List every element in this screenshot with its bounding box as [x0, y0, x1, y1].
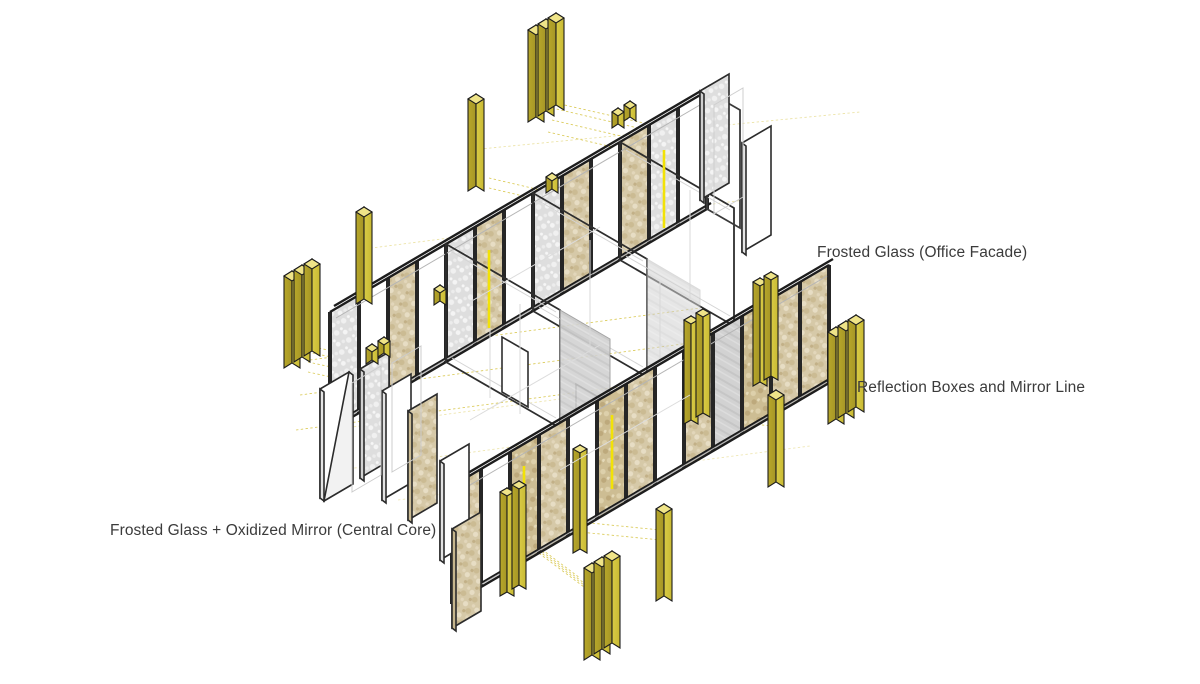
mirror-line-back [487, 150, 666, 328]
reflection-boxes [282, 12, 866, 661]
reflection-box-g6 [766, 389, 786, 488]
reflection-box-in-wall [365, 99, 780, 597]
reflection-box-group-top [526, 12, 566, 123]
label-frosted-glass-oxidized-mirror-central-core: Frosted Glass + Oxidized Mirror (Central… [110, 522, 437, 539]
label-frosted-glass-office-facade: Frosted Glass (Office Facade) [817, 244, 1028, 261]
reflection-box-group-left [282, 258, 322, 369]
reflection-box-group-bottom [582, 550, 622, 661]
reflection-box-g3 [354, 206, 374, 305]
ghost-outlines [469, 226, 691, 471]
reflection-box-group-right [826, 314, 866, 425]
wall-central-core [328, 83, 712, 432]
reflection-box-g2 [466, 93, 486, 192]
label-reflection-boxes-and-mirror-line: Reflection Boxes and Mirror Line [857, 379, 1086, 396]
exploded-panels-left [319, 345, 482, 633]
exploded-panels-right [699, 72, 772, 257]
reflection-box-g7 [654, 503, 674, 602]
